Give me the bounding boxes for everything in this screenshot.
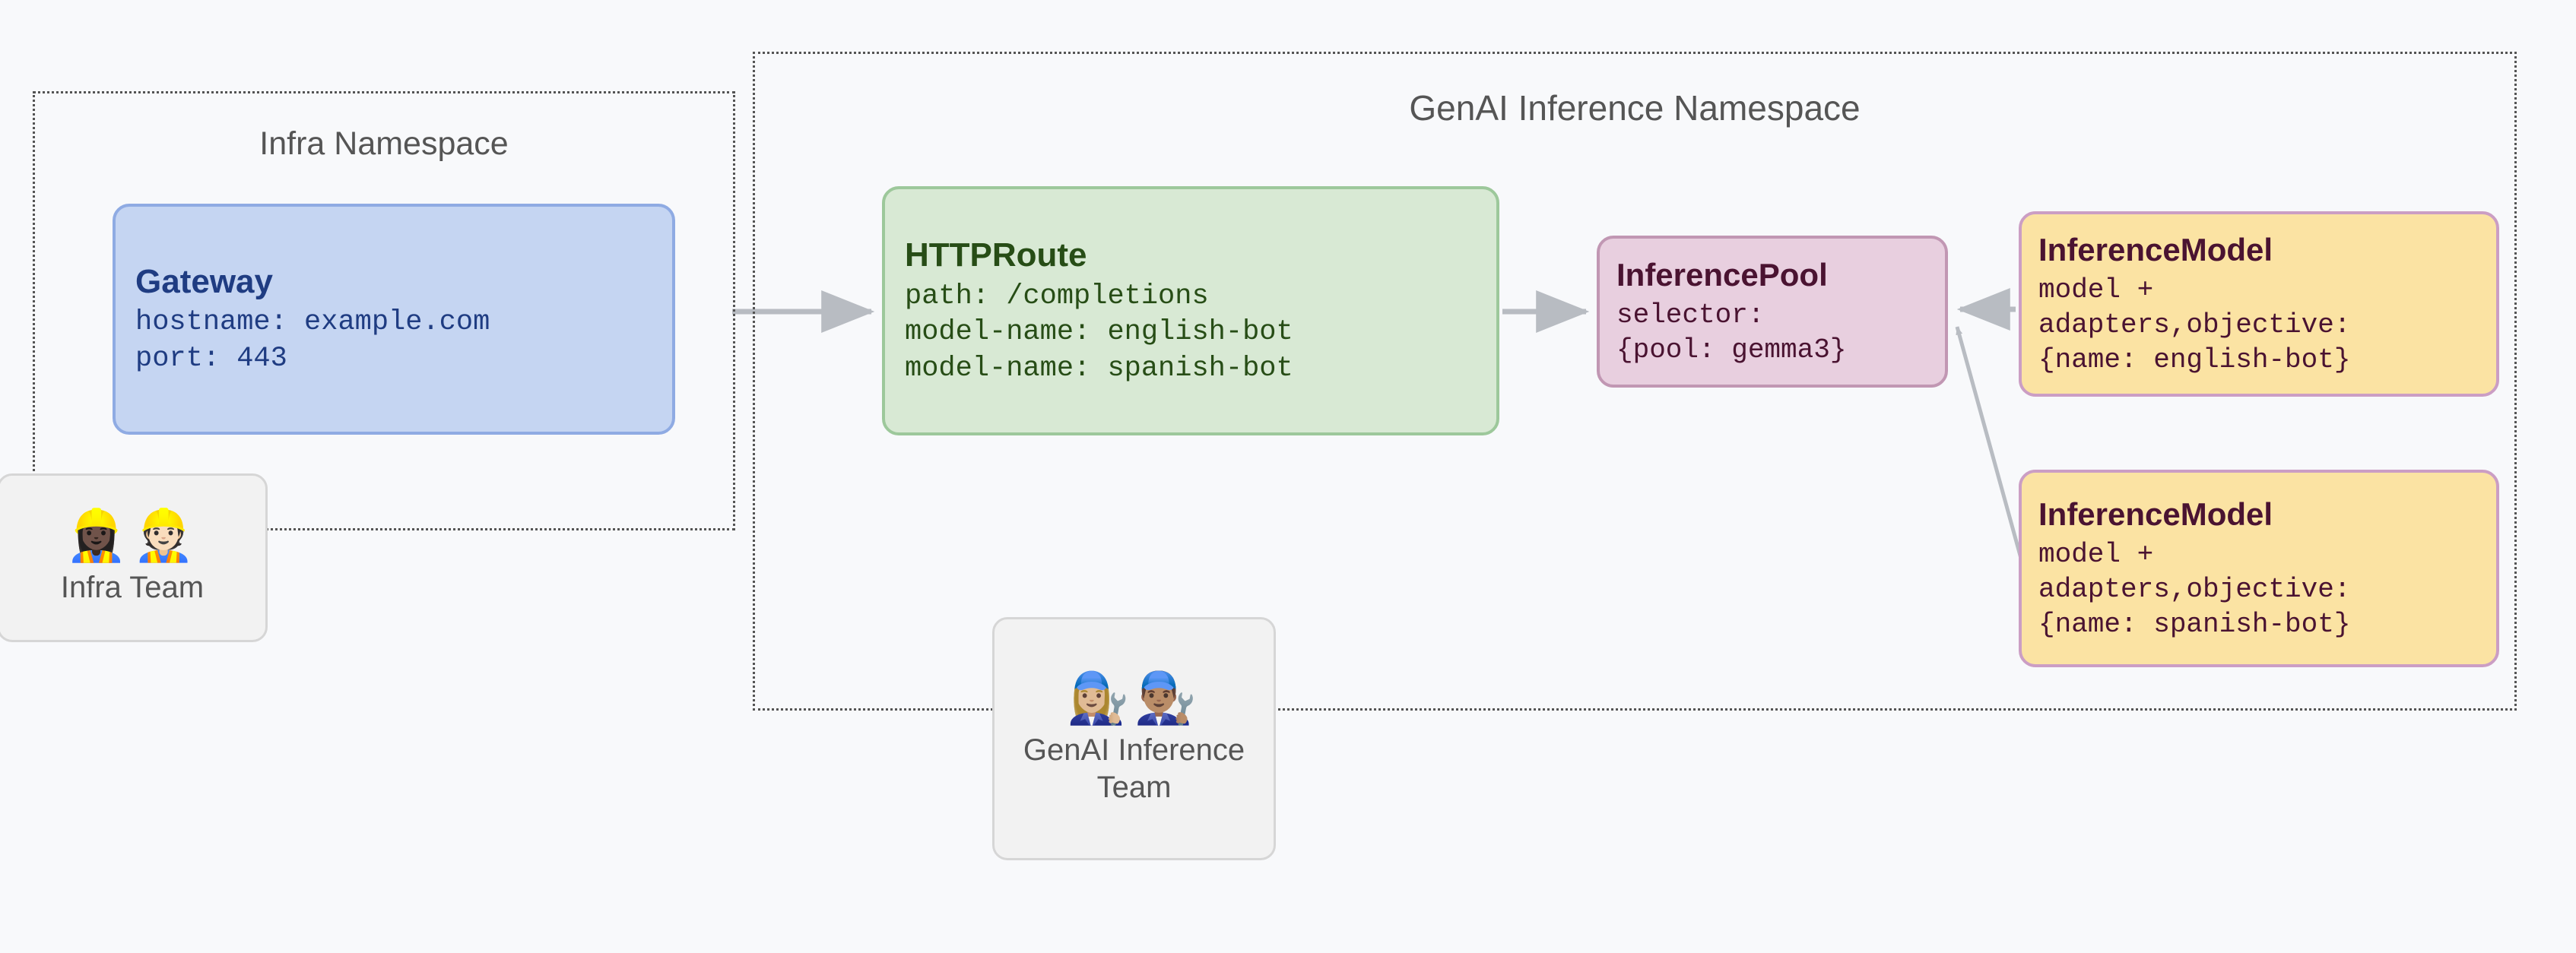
node-httproute-line-model-spanish: model-name: spanish-bot [905,352,1293,385]
node-inferencemodel-spanish-bot-title: InferenceModel [2038,496,2273,533]
node-inferencemodel-english-bot-line-adapters: adapters,objective: [2038,309,2351,340]
node-httproute-line-path: path: /completions [905,280,1209,312]
node-inferencemodel-spanish-bot-line-name: {name: spanish-bot} [2038,608,2351,640]
node-gateway[interactable]: Gateway hostname: example.com port: 443 [113,204,675,435]
mechanic-icon: 👩🏼‍🔧👨🏽‍🔧 [1067,668,1201,727]
persona-infra-team[interactable]: 👷🏿‍♀️👷🏻 Infra Team [0,473,268,642]
node-inferencepool-line-selector: selector: [1616,299,1765,331]
node-httproute[interactable]: HTTPRoute path: /completions model-name:… [882,186,1499,435]
namespace-genai-inference: GenAI Inference Namespace [753,52,2517,711]
node-inferencemodel-english-bot-line-model: model + [2038,274,2154,306]
persona-genai-inference-team-label: GenAI Inference Team [1023,733,1245,804]
persona-infra-team-label: Infra Team [60,571,205,605]
node-inferencemodel-english-bot[interactable]: InferenceModel model + adapters,objectiv… [2019,211,2499,397]
namespace-infra-title: Infra Namespace [259,125,509,162]
node-inferencemodel-spanish-bot[interactable]: InferenceModel model + adapters,objectiv… [2019,470,2499,667]
node-gateway-line-hostname: hostname: example.com [135,306,490,339]
node-inferencemodel-spanish-bot-line-model: model + [2038,538,2154,570]
node-inferencemodel-spanish-bot-line-adapters: adapters,objective: [2038,573,2351,605]
node-gateway-line-port: port: 443 [135,342,287,375]
namespace-infra: Infra Namespace [33,91,735,530]
namespace-genai-inference-title: GenAI Inference Namespace [1409,88,1861,128]
node-inferencepool[interactable]: InferencePool selector: {pool: gemma3} [1597,236,1948,388]
node-inferencemodel-english-bot-title: InferenceModel [2038,232,2273,268]
node-httproute-title: HTTPRoute [905,236,1087,274]
node-inferencepool-title: InferencePool [1616,257,1828,293]
node-httproute-line-model-english: model-name: english-bot [905,316,1293,349]
persona-genai-inference-team[interactable]: 👩🏼‍🔧👨🏽‍🔧 GenAI Inference Team [992,617,1276,860]
node-gateway-title: Gateway [135,262,273,300]
construction-worker-icon: 👷🏿‍♀️👷🏻 [65,505,200,565]
node-inferencepool-line-selector-value: {pool: gemma3} [1616,334,1847,366]
node-inferencemodel-english-bot-line-name: {name: english-bot} [2038,344,2351,375]
